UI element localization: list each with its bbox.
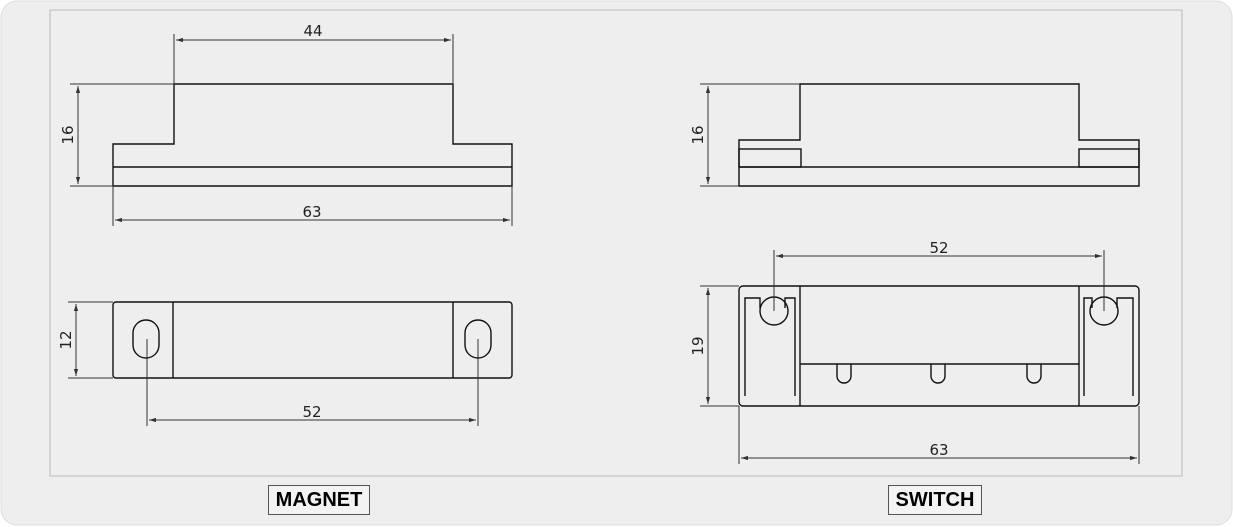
- switch-top-height-dimension: [700, 285, 739, 407]
- magnet-side-height-label: 16: [59, 125, 77, 144]
- switch-hole-spacing-label: 52: [929, 239, 948, 257]
- switch-top-outline: [738, 285, 1140, 407]
- switch-side-height-label: 16: [689, 125, 707, 144]
- switch-right-flange: [1078, 148, 1140, 168]
- magnet-overall-width-label: 63: [302, 203, 321, 221]
- magnet-hole-spacing-dimension: [146, 339, 479, 426]
- switch-left-flange: [738, 148, 802, 168]
- switch-hole-spacing-dimension: [773, 250, 1105, 311]
- magnet-overall-width-dimension: [112, 186, 513, 226]
- switch-top-height-label: 19: [689, 336, 707, 355]
- switch-side-view: [738, 83, 1140, 187]
- magnet-side-height-dimension: [70, 83, 174, 187]
- switch-top-view: [738, 285, 1140, 407]
- magnet-top-width-label: 44: [303, 22, 322, 40]
- switch-terminal-3: [1026, 364, 1042, 384]
- switch-overall-width-label: 63: [929, 441, 948, 459]
- switch-side-outline: [738, 83, 1140, 187]
- magnet-left-hole: [132, 319, 160, 359]
- magnet-top-height-label: 12: [57, 330, 75, 349]
- switch-label: SWITCH: [888, 485, 982, 515]
- magnet-top-outline: [112, 301, 513, 379]
- magnet-top-width-dimension: [173, 34, 454, 84]
- switch-terminal-2: [930, 364, 946, 384]
- drawing-frame: [49, 9, 1183, 477]
- magnet-label: MAGNET: [268, 485, 370, 515]
- switch-overall-width-dimension: [738, 406, 1140, 464]
- switch-terminal-1: [836, 364, 852, 384]
- switch-side-height-dimension: [700, 83, 800, 187]
- magnet-hole-spacing-label: 52: [302, 403, 321, 421]
- magnet-top-height-dimension: [68, 301, 113, 379]
